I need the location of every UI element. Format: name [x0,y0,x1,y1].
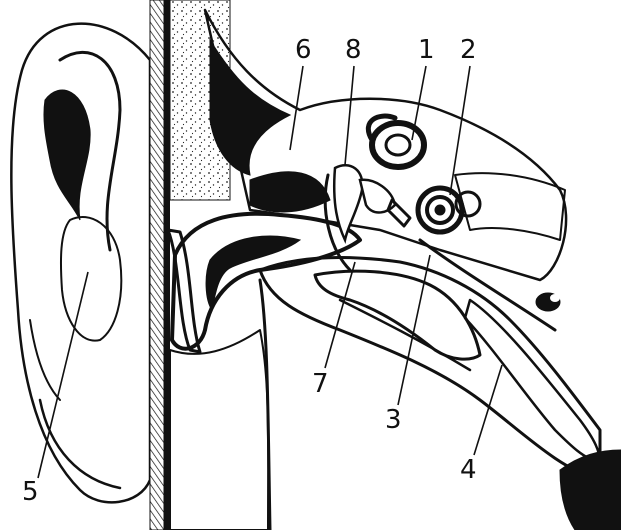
leader-8 [345,66,354,165]
auditory-nerve [455,173,565,240]
label-4: 4 [460,455,477,485]
malleus [334,165,362,240]
concha [61,217,121,341]
neck-tissue [170,280,270,530]
leader-2 [450,66,470,195]
callout-4: 4 [460,365,502,485]
antihelix [44,90,90,220]
leader-5 [38,272,88,478]
ear-lobe [40,400,120,488]
label-5: 5 [22,477,39,507]
leader-4 [474,365,502,455]
eustachian-tube [465,300,600,462]
label-3: 3 [385,405,402,435]
label-7: 7 [312,369,329,399]
callout-5: 5 [22,272,88,507]
label-2: 2 [460,35,477,65]
pharynx-edge [560,450,621,530]
stapes [388,200,410,226]
middle-ear [325,165,410,270]
cochlea [418,188,480,232]
callout-6: 6 [290,35,312,150]
label-1: 1 [418,35,435,65]
leader-6 [290,66,303,150]
auricle [11,24,150,503]
label-8: 8 [345,35,362,65]
cut-vessel [536,293,560,311]
callout-1: 1 [412,35,435,140]
leader-7 [325,262,355,368]
label-6: 6 [295,35,312,65]
